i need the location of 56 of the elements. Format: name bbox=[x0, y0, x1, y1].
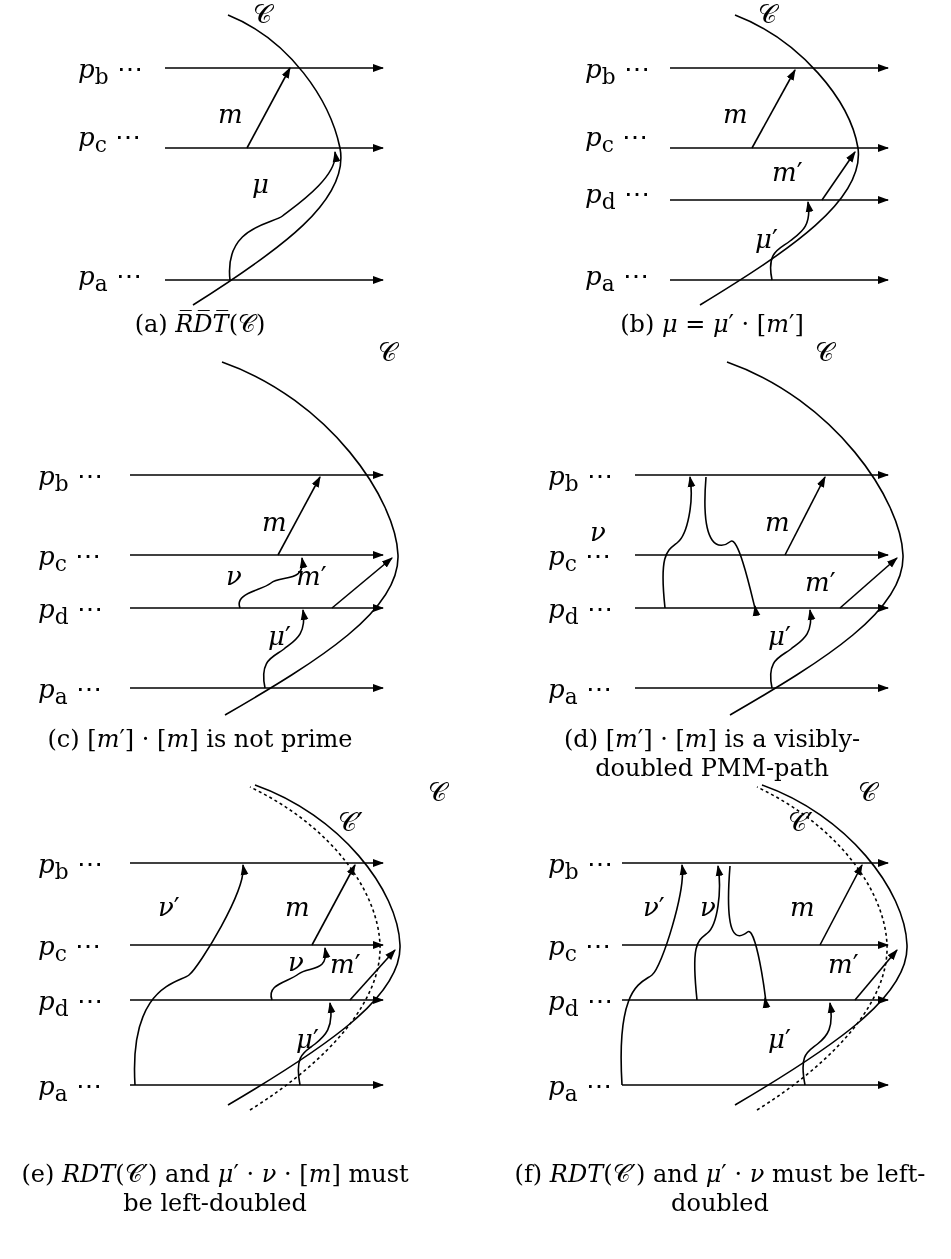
message-label: μ′ bbox=[768, 622, 791, 651]
message-label: ν bbox=[700, 893, 716, 922]
message-label: μ′ bbox=[268, 622, 291, 651]
message-label: m′ bbox=[805, 568, 836, 597]
process-label: p$_{b}$ ⋯ bbox=[38, 462, 103, 496]
caption: (c) [m′] · [m] is not prime bbox=[46, 725, 354, 754]
message-label: ν′ bbox=[158, 893, 180, 922]
curve-label: 𝒞′ bbox=[788, 808, 813, 837]
caption: (b) μ = μ′ · [m′] bbox=[619, 310, 805, 339]
message-label: m′ bbox=[296, 562, 327, 591]
message-label: m bbox=[790, 893, 815, 922]
message-label: m bbox=[285, 893, 310, 922]
curve-label: 𝒞 bbox=[428, 778, 447, 807]
message-label: ν bbox=[226, 562, 242, 591]
message-label: m bbox=[765, 508, 790, 537]
message-label: ν′ bbox=[643, 893, 665, 922]
process-label: p$_{c}$ ⋯ bbox=[548, 932, 612, 966]
process-label: p$_{c}$ ⋯ bbox=[38, 932, 102, 966]
curve-label: 𝒞′ bbox=[338, 808, 363, 837]
process-label: p$_{b}$ ⋯ bbox=[38, 850, 103, 884]
process-label: p$_{a}$ ⋯ bbox=[78, 262, 142, 296]
message-label: m bbox=[723, 100, 748, 129]
process-label: p$_{a}$ ⋯ bbox=[548, 675, 612, 709]
message-label: μ′ bbox=[755, 225, 778, 254]
curve-label: 𝒞 bbox=[758, 0, 777, 29]
process-label: p$_{b}$ ⋯ bbox=[548, 850, 613, 884]
message-label: m′ bbox=[330, 950, 361, 979]
process-label: p$_{a}$ ⋯ bbox=[38, 675, 102, 709]
process-label: p$_{b}$ ⋯ bbox=[78, 55, 143, 89]
message-label: μ′ bbox=[296, 1025, 319, 1054]
message-label: m′ bbox=[772, 158, 803, 187]
curve-label: 𝒞 bbox=[253, 0, 272, 29]
process-label: p$_{c}$ ⋯ bbox=[38, 542, 102, 576]
process-label: p$_{d}$ ⋯ bbox=[38, 595, 103, 629]
process-label: p$_{a}$ ⋯ bbox=[585, 262, 649, 296]
curve-label: 𝒞 bbox=[815, 338, 834, 367]
process-label: p$_{d}$ ⋯ bbox=[38, 987, 103, 1021]
message-label: m′ bbox=[828, 950, 859, 979]
process-label: p$_{c}$ ⋯ bbox=[585, 123, 649, 157]
process-label: p$_{d}$ ⋯ bbox=[548, 595, 613, 629]
process-label: p$_{c}$ ⋯ bbox=[78, 123, 142, 157]
caption: (f) RDT(𝒞′) and μ′ · ν must be left-doubled bbox=[513, 1160, 927, 1218]
message-label: ν bbox=[288, 948, 304, 977]
process-label: p$_{d}$ ⋯ bbox=[548, 987, 613, 1021]
process-label: p$_{b}$ ⋯ bbox=[585, 55, 650, 89]
process-label: p$_{d}$ ⋯ bbox=[585, 180, 650, 214]
message-label: m bbox=[262, 508, 287, 537]
caption: (a) R̅D̅T̅(𝒞) bbox=[133, 310, 267, 339]
process-label: p$_{b}$ ⋯ bbox=[548, 462, 613, 496]
caption: (e) RDT(𝒞′) and μ′ · ν · [m] must be left-doubled bbox=[20, 1160, 410, 1218]
process-label: p$_{a}$ ⋯ bbox=[38, 1072, 102, 1106]
message-label: μ′ bbox=[768, 1025, 791, 1054]
curve-label: 𝒞 bbox=[378, 338, 397, 367]
process-label: p$_{a}$ ⋯ bbox=[548, 1072, 612, 1106]
message-label: m bbox=[218, 100, 243, 129]
message-label: μ bbox=[252, 170, 269, 199]
